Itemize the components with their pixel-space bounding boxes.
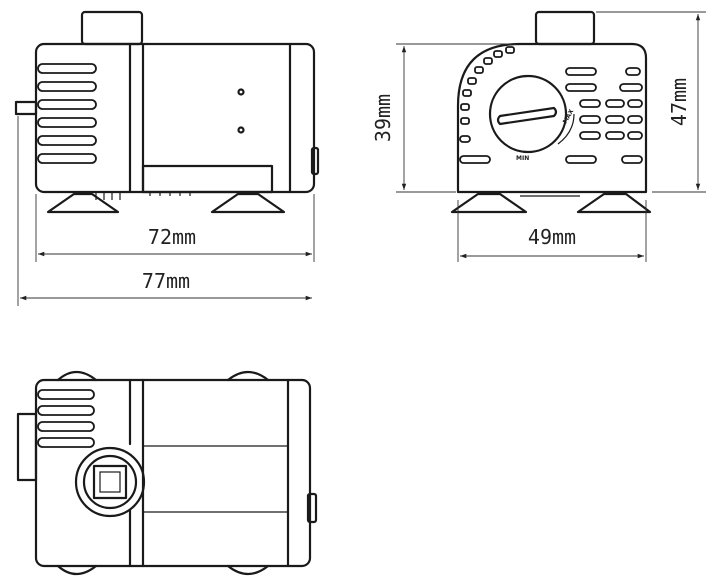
top-view (16, 370, 318, 576)
screw-icon (237, 88, 245, 96)
dimension-label: 77mm (142, 269, 190, 293)
dimension-39mm: 39mm (371, 43, 516, 193)
outlet-nozzle (74, 446, 146, 518)
dimension-49mm: 49mm (457, 200, 647, 262)
vent-slots (565, 67, 643, 164)
cable-stub (14, 100, 38, 116)
front-view: MAX MIN (450, 10, 652, 214)
dimension-77mm: 77mm (17, 116, 312, 306)
dimension-label: 72mm (148, 225, 196, 249)
suction-foot (46, 192, 120, 214)
vent-slots (37, 389, 95, 448)
side-view (14, 10, 320, 214)
cable-stub (16, 412, 38, 482)
dimension-72mm: 72mm (35, 194, 315, 262)
dimension-label: 39mm (371, 94, 395, 142)
outlet-nozzle (80, 10, 144, 46)
suction-foot (210, 192, 286, 214)
outlet-nozzle (534, 10, 596, 46)
dial-min-label: MIN (516, 155, 529, 162)
flow-dial: MAX MIN (488, 74, 576, 162)
screw-icon (237, 126, 245, 134)
dimension-47mm: 47mm (596, 11, 706, 193)
housing (456, 42, 648, 194)
suction-foot (576, 192, 652, 214)
dimension-label: 47mm (667, 78, 691, 126)
arc-slots (460, 46, 515, 125)
dimension-label: 49mm (528, 225, 576, 249)
vent-slots (37, 63, 97, 164)
suction-foot (450, 192, 528, 214)
